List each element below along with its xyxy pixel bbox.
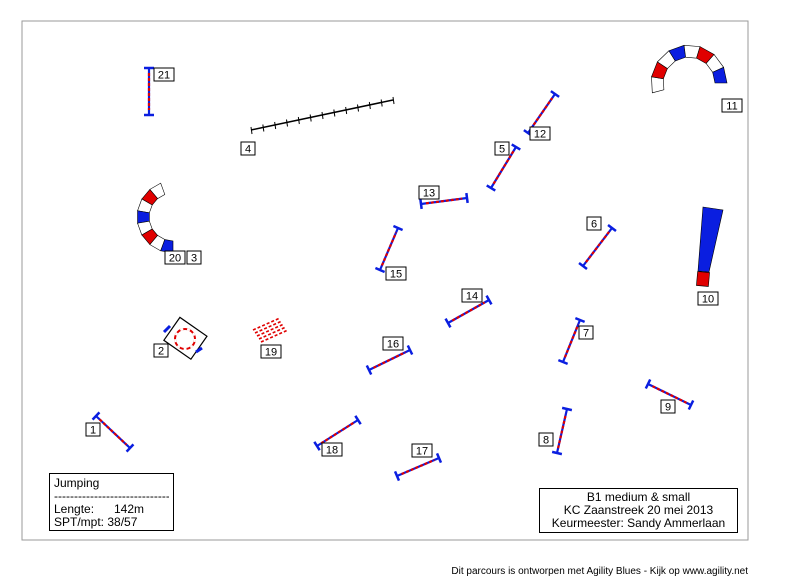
jump-6 <box>578 223 617 271</box>
judge-info-box: B1 medium & small KC Zaanstreek 20 mei 2… <box>539 488 738 533</box>
tunnel-11 <box>651 44 728 94</box>
obstacle-number-21: 21 <box>153 67 175 82</box>
length-value: 142m <box>114 502 145 516</box>
judge-line-1: B1 medium & small <box>586 490 691 504</box>
obstacle-number-2: 2 <box>153 343 169 358</box>
svg-text:1: 1 <box>90 425 96 437</box>
svg-text:6: 6 <box>591 219 597 231</box>
svg-text:7: 7 <box>583 328 589 340</box>
svg-text:3: 3 <box>191 253 197 265</box>
svg-text:20: 20 <box>169 253 181 265</box>
spt-label: SPT/mpt: <box>54 515 105 529</box>
jump-18 <box>313 415 362 451</box>
svg-text:14: 14 <box>466 291 478 303</box>
svg-text:12: 12 <box>534 129 546 141</box>
obstacle-number-8: 8 <box>538 432 554 447</box>
svg-text:8: 8 <box>543 435 549 447</box>
obstacle-number-15: 15 <box>385 266 407 281</box>
obstacle-number-13: 13 <box>418 185 440 200</box>
svg-text:19: 19 <box>265 347 277 359</box>
jump-9 <box>644 378 695 411</box>
obstacle-number-14: 14 <box>461 288 483 303</box>
spt-value: 38/57 <box>107 515 138 529</box>
jump-21 <box>144 66 154 117</box>
obstacle-number-4: 4 <box>240 141 256 156</box>
svg-text:21: 21 <box>158 70 170 82</box>
jump-7 <box>557 316 586 366</box>
svg-text:2: 2 <box>158 346 164 358</box>
obstacle-number-16: 16 <box>382 336 404 351</box>
length-row: Lengte: 142m <box>54 503 169 516</box>
spt-row: SPT/mpt: 38/57 <box>54 516 169 529</box>
judge-line-3: Keurmeester: Sandy Ammerlaan <box>551 516 726 530</box>
svg-text:10: 10 <box>702 294 714 306</box>
obstacle-number-6: 6 <box>586 216 602 231</box>
obstacle-number-3: 3 <box>186 250 202 265</box>
jump-16 <box>365 344 414 376</box>
class-name: Jumping <box>54 476 100 490</box>
tunnel-20 <box>137 182 174 254</box>
obstacle-number-20: 20 <box>164 250 186 265</box>
svg-text:11: 11 <box>726 101 737 113</box>
svg-text:16: 16 <box>387 339 399 351</box>
dogwalk-4 <box>250 96 395 135</box>
svg-text:17: 17 <box>416 446 428 458</box>
footer-credit: Dit parcours is ontworpen met Agility Bl… <box>451 566 748 577</box>
obstacle-number-18: 18 <box>321 442 343 457</box>
jump-1 <box>91 411 135 453</box>
jump-15 <box>374 224 404 274</box>
svg-text:15: 15 <box>390 269 402 281</box>
svg-text:5: 5 <box>499 144 505 156</box>
obstacle-number-1: 1 <box>85 422 101 437</box>
obstacle-number-12: 12 <box>529 126 551 141</box>
course-border <box>21 20 749 541</box>
judge-line-2: KC Zaanstreek 20 mei 2013 <box>563 503 714 517</box>
obstacle-number-19: 19 <box>260 344 282 359</box>
chute-10 <box>696 206 724 287</box>
svg-text:18: 18 <box>326 445 338 457</box>
tire-2 <box>162 316 208 361</box>
svg-text:9: 9 <box>665 402 671 414</box>
length-label: Lengte: <box>54 502 95 516</box>
jump-14 <box>444 295 493 328</box>
obstacle-number-17: 17 <box>411 443 433 458</box>
obstacle-number-9: 9 <box>660 399 676 414</box>
info-separator: ------------------------------- <box>54 490 169 503</box>
obstacle-number-10: 10 <box>697 291 719 306</box>
jump-5 <box>486 143 521 192</box>
obstacle-number-7: 7 <box>578 325 594 340</box>
obstacle-number-5: 5 <box>494 141 510 156</box>
jump-13 <box>419 192 469 210</box>
jump-8 <box>551 406 573 456</box>
jump-17 <box>393 452 443 482</box>
svg-text:13: 13 <box>423 188 435 200</box>
obstacle-number-11: 11 <box>721 98 743 113</box>
svg-text:4: 4 <box>245 144 251 156</box>
course-info-box: Jumping ------------------------------- … <box>49 473 174 531</box>
